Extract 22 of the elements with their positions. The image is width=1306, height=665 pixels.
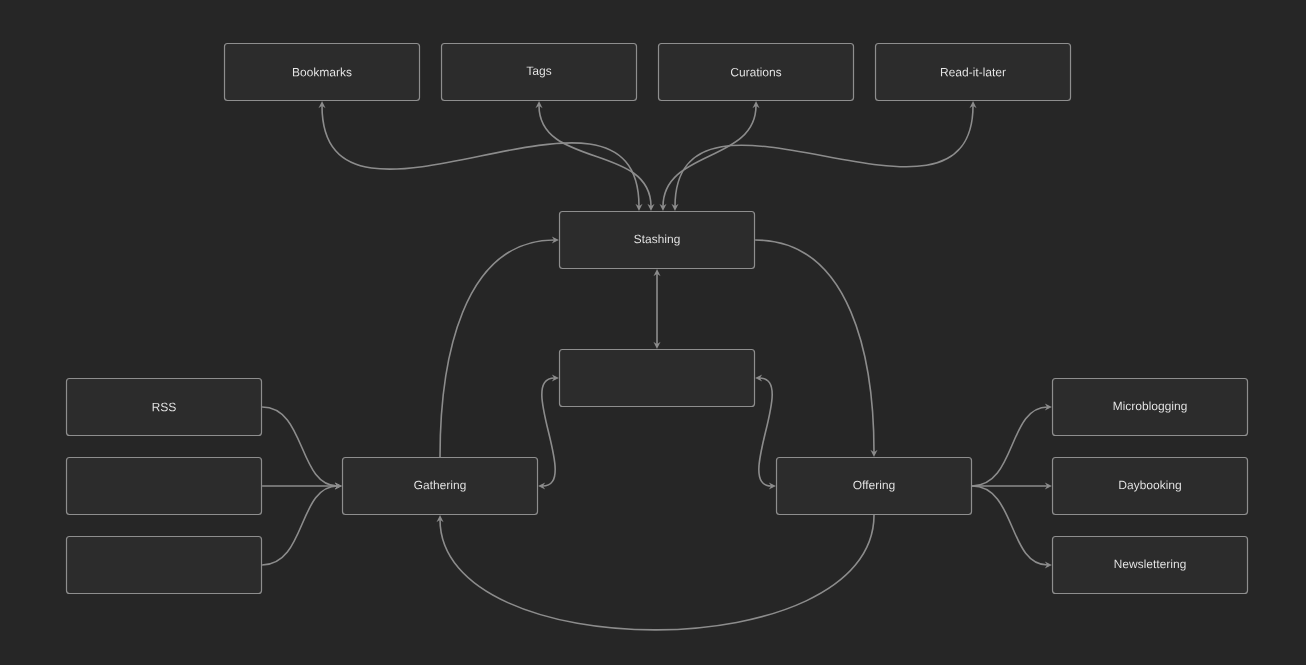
process-box: Read-it-later <box>874 42 1072 102</box>
process-box: Tags <box>440 42 638 102</box>
process-box: Offering <box>775 456 973 516</box>
arrow <box>439 236 559 458</box>
process-box <box>65 535 263 595</box>
process-box: Curations <box>657 42 855 102</box>
process-box: Gathering <box>341 456 539 516</box>
arrow <box>538 374 559 490</box>
process-box: Daybooking <box>1051 456 1249 516</box>
process-box: Bookmarks <box>223 42 421 102</box>
process-box: Stashing <box>558 210 756 270</box>
process-box: Microblogging <box>1051 377 1249 437</box>
arrow <box>261 482 342 566</box>
arrow <box>436 514 875 631</box>
arrow <box>653 269 661 349</box>
process-box: Newslettering <box>1051 535 1249 595</box>
arrow <box>535 101 655 211</box>
process-box <box>65 456 263 516</box>
arrow <box>318 101 643 211</box>
process-box <box>558 348 756 408</box>
arrow <box>754 239 878 457</box>
process-box: RSS <box>65 377 263 437</box>
